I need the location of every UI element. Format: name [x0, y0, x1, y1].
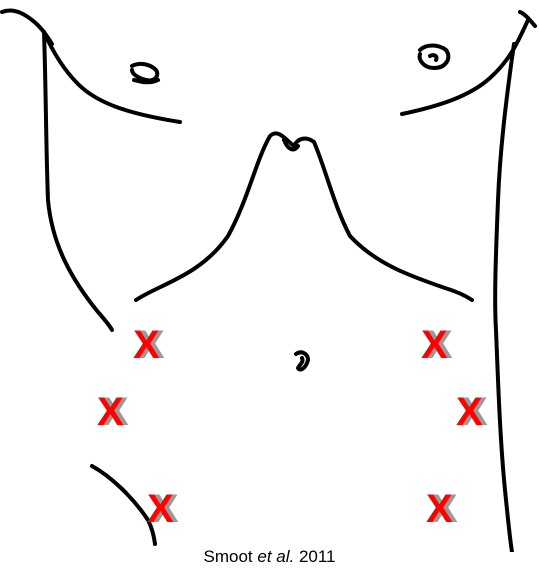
caption-author: Smoot	[203, 547, 252, 566]
left-chest-contour	[44, 32, 180, 122]
port-marker-x: X	[421, 325, 448, 365]
port-marker-x: X	[133, 325, 160, 365]
port-marker-x: X	[426, 489, 453, 529]
rib-cage-arch	[136, 133, 472, 300]
left-lower-side-line	[92, 466, 155, 544]
port-marker-lower-right: X X	[426, 489, 462, 529]
right-flank-line	[495, 44, 514, 552]
left-nipple-mark	[132, 64, 158, 82]
right-nipple-mark	[420, 46, 449, 69]
port-marker-middle-left: X X	[97, 392, 133, 432]
port-marker-x: X	[147, 489, 174, 529]
torso-outline-drawing	[0, 0, 539, 552]
port-marker-x: X	[97, 392, 124, 432]
left-flank-line	[44, 32, 112, 330]
navel-mark	[296, 352, 308, 369]
figure-caption: Smoot et al. 2011	[0, 547, 539, 567]
port-marker-lower-left: X X	[147, 489, 183, 529]
caption-year: 2011	[299, 547, 336, 566]
port-marker-upper-left: X X	[133, 325, 169, 365]
port-marker-middle-right: X X	[456, 392, 492, 432]
caption-et-al: et al.	[257, 547, 294, 566]
port-marker-x: X	[456, 392, 483, 432]
port-marker-upper-right: X X	[421, 325, 457, 365]
